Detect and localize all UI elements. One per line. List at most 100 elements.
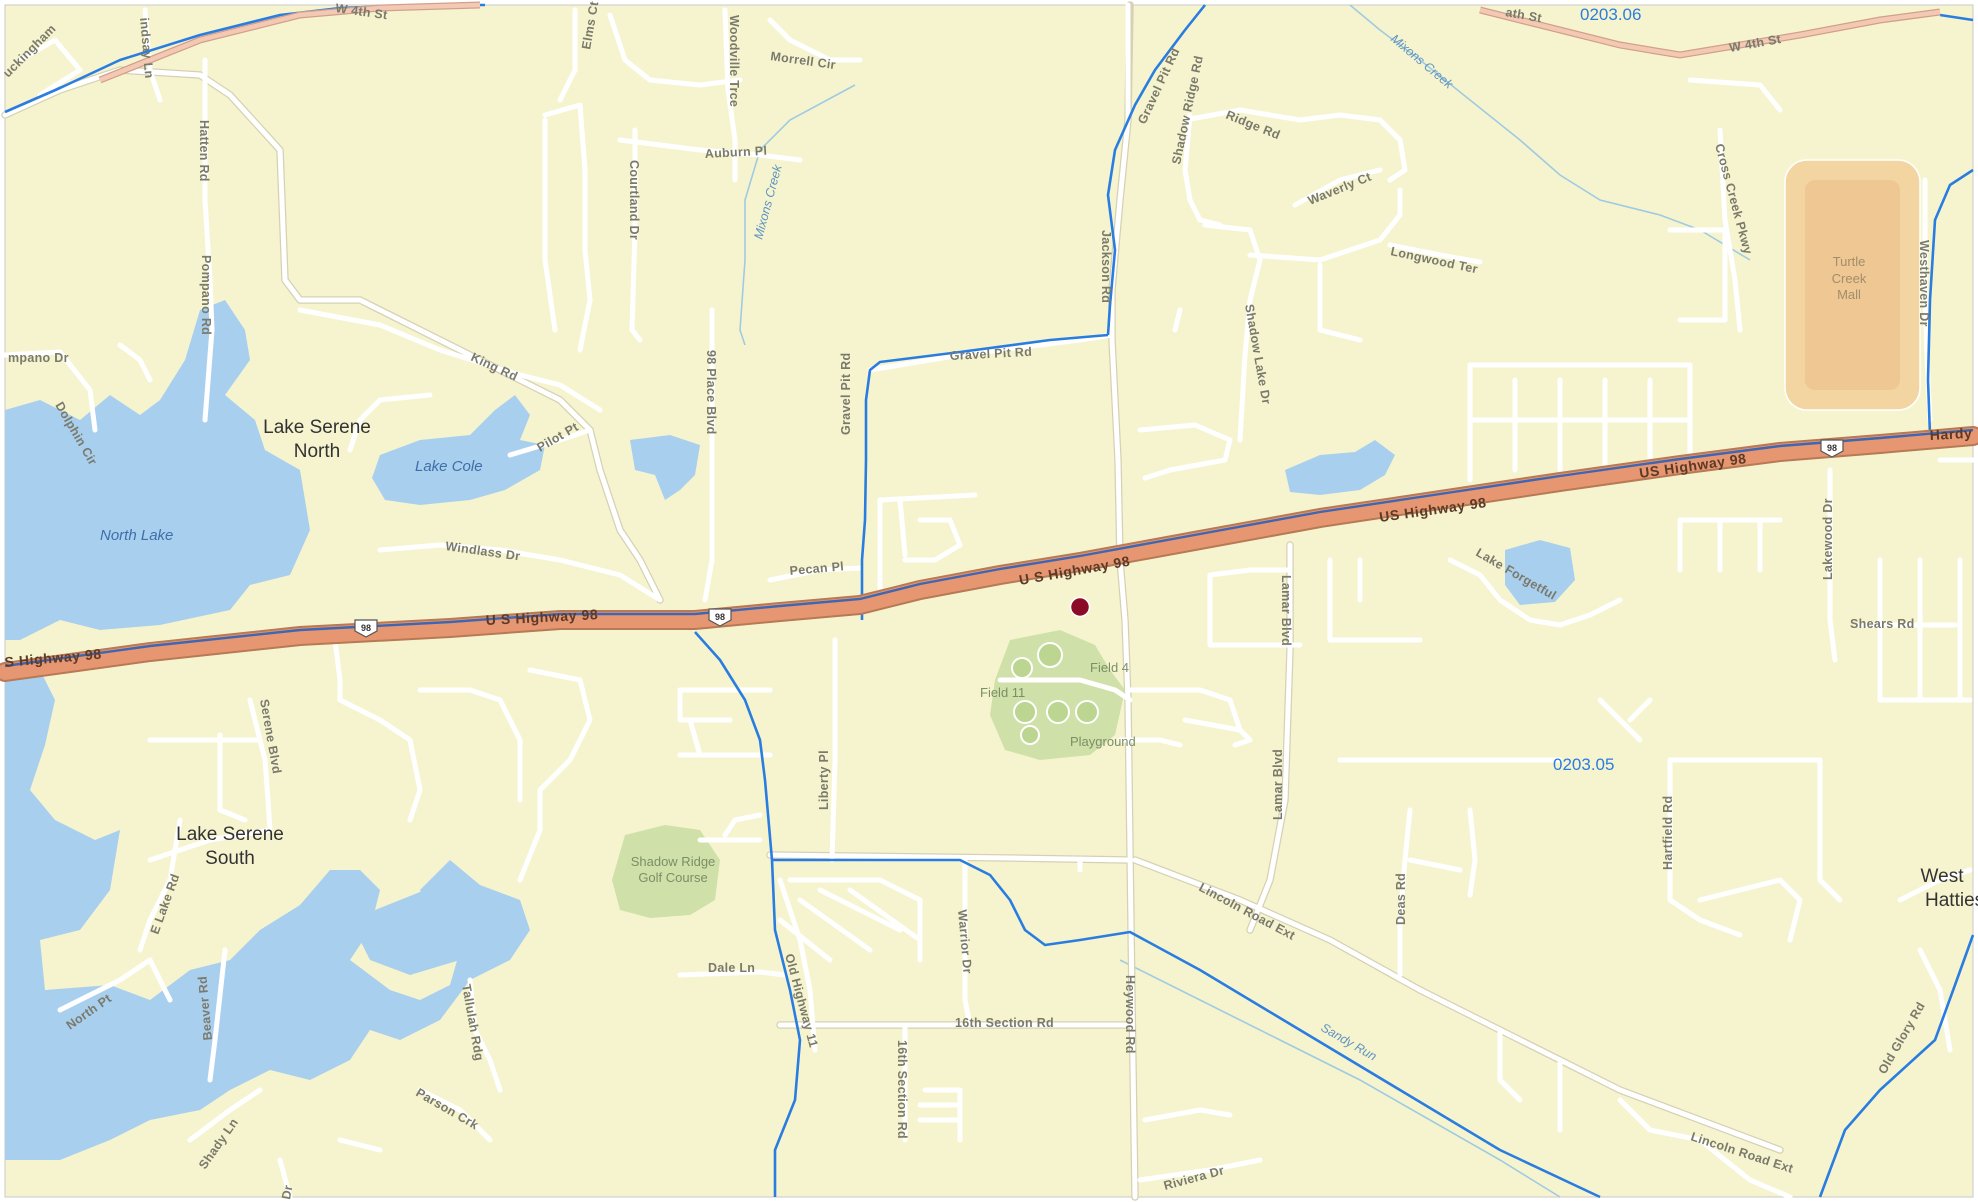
road-buckingham <box>17 37 83 98</box>
us-route-shield-icon: 98 <box>354 619 378 638</box>
road-woodville <box>722 7 738 183</box>
road-golf-cul <box>697 812 763 843</box>
mixons-creek-west <box>739 84 856 346</box>
north-lake-arm <box>150 455 215 510</box>
road-auburn <box>617 137 803 163</box>
water-label-lake-cole: Lake Cole <box>415 458 483 475</box>
boundary-ne-right <box>1939 13 1974 22</box>
water-bodies <box>5 300 1575 1160</box>
road-deas <box>1397 807 1413 978</box>
road-label-ath-st: ath St <box>1504 5 1543 25</box>
road-label-gravel-pit: Gravel Pit Rd <box>949 345 1032 363</box>
road-north-cul <box>1137 422 1233 481</box>
road-warrior <box>962 857 973 1028</box>
road-pecan-area <box>877 492 978 603</box>
road-right-grid-2 <box>1677 517 1783 573</box>
place-labels: Lake Serene North Lake Serene South West… <box>176 417 1978 911</box>
boundary-east-south <box>1818 934 1975 1198</box>
road-serene-2 <box>147 732 273 863</box>
road-lake-cole-loop <box>347 392 433 453</box>
road-gravel-pit-east <box>867 332 1115 373</box>
golf-course-area <box>612 825 720 918</box>
field-diamond-3 <box>1013 700 1037 724</box>
boundary-dale <box>772 858 1601 1199</box>
road-west-south-3 <box>517 667 593 883</box>
road-serene <box>247 697 273 833</box>
road-label-beaver: Beaver Rd <box>195 975 215 1041</box>
road-w4th-northwest <box>2 67 663 603</box>
lake-serene-south-east-arm <box>350 880 480 975</box>
place-label-lake-serene-north-2: North <box>294 441 340 462</box>
road-south-grid-2 <box>917 1087 963 1143</box>
w4th-street <box>98 1 1941 84</box>
road-label-lamar-top: Lamar Blvd <box>1279 575 1293 646</box>
hwy-label-hardy: Hardy <box>1929 425 1972 443</box>
road-lakewood <box>1827 467 1838 663</box>
road-label-pompano-rd: Pompano Rd <box>199 255 213 335</box>
road-old-hwy-11-frontage <box>777 877 818 1053</box>
road-parson <box>417 1087 493 1143</box>
mall-building <box>1805 180 1900 390</box>
poi-label-golf-2: Golf Course <box>638 870 707 885</box>
turtle-creek-mall <box>1784 159 1921 411</box>
road-cross-creek <box>1717 127 1743 333</box>
road-shadow-lake-loop <box>1172 187 1403 343</box>
road-lamar <box>1247 542 1293 933</box>
road-pilot <box>507 427 593 458</box>
road-dolphin <box>2 349 98 433</box>
lake-forgetful-pond <box>1505 540 1575 605</box>
road-south-grid-1 <box>777 877 923 963</box>
sandy-run <box>1119 959 1561 1198</box>
road-beaver <box>207 947 228 1083</box>
road-label-westhaven: Westhaven Dr <box>1917 240 1931 327</box>
road-lindsey <box>142 7 163 103</box>
road-elms <box>557 7 578 103</box>
road-right-grid-1 <box>1467 362 1693 483</box>
us-route-shield-icon: 98 <box>708 608 732 627</box>
mixons-creek-east <box>1349 4 1751 261</box>
road-right-mid <box>1597 697 1653 743</box>
road-label-deas: Deas Rd <box>1394 873 1408 925</box>
field-diamond-1 <box>1037 642 1063 668</box>
place-label-west-hattiesburg-2: Hattiesb <box>1925 890 1978 911</box>
field-diamond-6 <box>1020 725 1040 745</box>
road-label-dale: Dale Ln <box>708 961 755 975</box>
svg-text:98: 98 <box>1827 443 1837 453</box>
road-elms-2 <box>607 12 743 88</box>
svg-text:98: 98 <box>715 612 725 622</box>
road-windlass <box>377 542 663 603</box>
road-right-east <box>1877 457 1978 703</box>
boundary-east <box>1926 168 1974 436</box>
us-route-shield-icon: 98 <box>1820 439 1844 458</box>
road-label-pompano-dr: mpano Dr <box>8 351 69 365</box>
poi-label-field11: Field 11 <box>980 685 1025 700</box>
lake-serene-south <box>5 670 530 1160</box>
road-label-16th-section: 16th Section Rd <box>955 1016 1054 1030</box>
road-98place <box>702 307 715 603</box>
field-diamond-2 <box>1011 657 1033 679</box>
road-pompano <box>117 342 153 383</box>
road-e-lake <box>137 817 183 953</box>
boundary-old-hwy11 <box>694 631 802 1197</box>
location-marker-icon[interactable] <box>1069 596 1091 618</box>
mall-label-3: Mall <box>1837 287 1861 302</box>
road-waverly <box>1292 167 1383 208</box>
road-deas-2 <box>1407 807 1478 898</box>
poi-label-playground: Playground <box>1070 734 1136 749</box>
road-south-grid-3 <box>767 852 1133 863</box>
road-label-gravel-pit-v: Gravel Pit Rd <box>839 353 853 435</box>
road-dale <box>677 969 788 978</box>
road-tallulah <box>467 977 503 1093</box>
road-shady <box>187 1087 263 1143</box>
parks <box>612 630 1125 918</box>
road-lincoln-2 <box>1497 1027 1793 1200</box>
road-lincoln <box>1132 857 1783 1153</box>
road-sw-bottom <box>277 1137 383 1200</box>
mall-label-2: Creek <box>1832 271 1867 286</box>
road-label-warrior: Warrior Dr <box>955 909 975 974</box>
road-label-lakewood: Lakewood Dr <box>1821 498 1835 580</box>
road-cross-creek-2 <box>1667 77 1783 323</box>
road-label-98place: 98 Place Blvd <box>704 350 718 435</box>
